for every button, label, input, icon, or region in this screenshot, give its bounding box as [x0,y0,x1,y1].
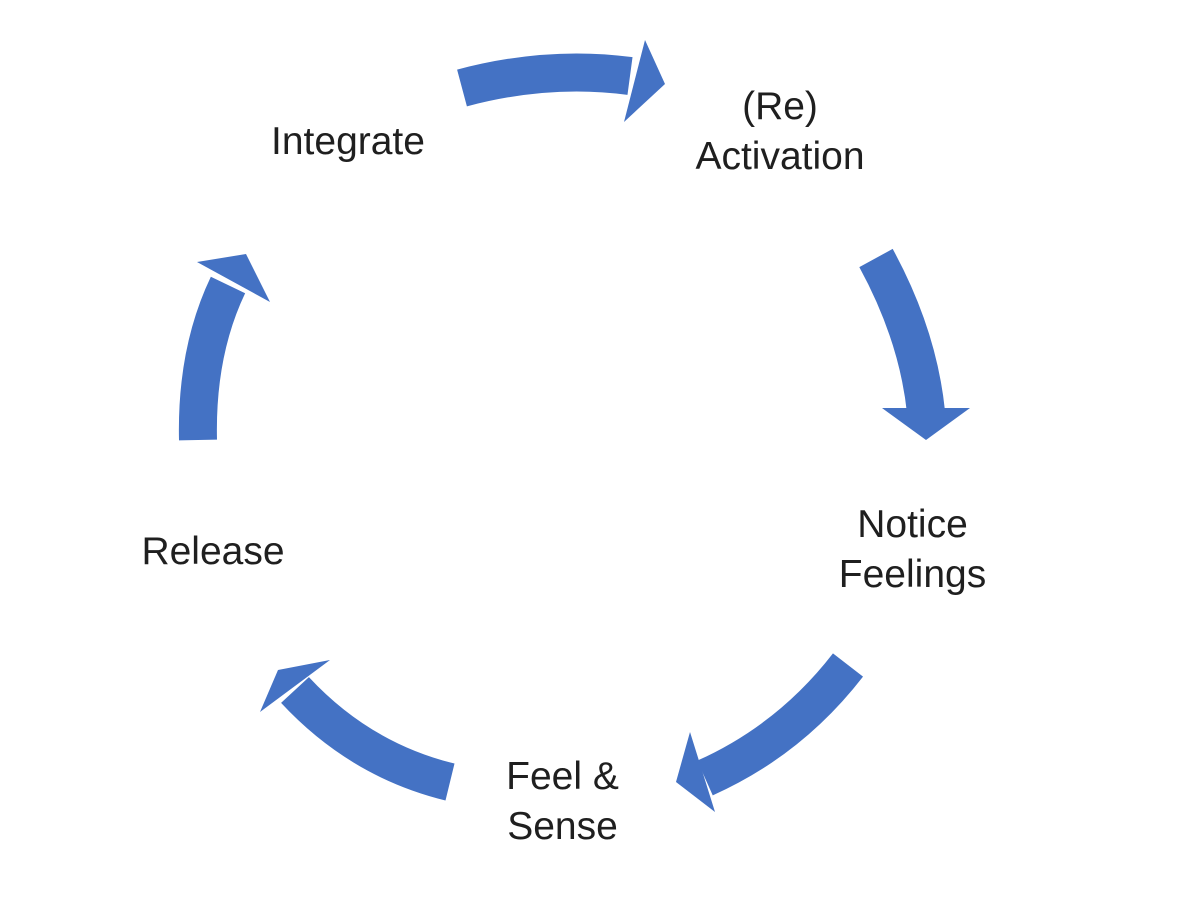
step-integrate: Integrate [238,117,458,167]
step-feel-line1: Feel & [506,755,619,798]
step-notice-feelings: Notice Feelings [800,500,1025,600]
step-reactivation: (Re) Activation [660,82,900,182]
step-notice-line1: Notice [857,503,968,546]
step-notice-line2: Feelings [838,553,987,596]
step-integrate-label: Integrate [271,120,425,163]
arrow-integrate-to-activation [457,40,665,122]
arrow-feel-to-release [260,660,455,801]
step-reactivation-line2: Activation [695,135,865,178]
step-feel-sense: Feel & Sense [450,752,675,852]
arrow-notice-to-feel [676,653,864,812]
step-reactivation-line1: (Re) [742,85,818,128]
arrow-activation-to-notice [859,248,970,440]
step-release-label: Release [141,530,285,573]
step-feel-line2: Sense [507,805,618,848]
arrow-release-to-integrate [178,254,270,441]
step-release: Release [118,527,308,577]
